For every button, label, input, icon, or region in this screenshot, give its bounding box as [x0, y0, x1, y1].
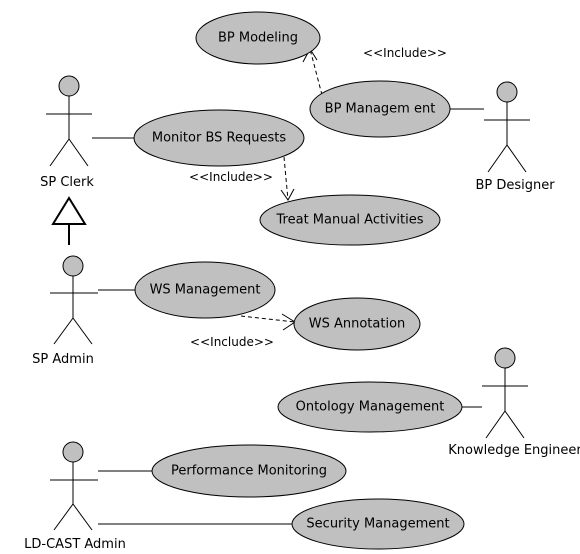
- use-case-security-management[interactable]: Security Management: [291, 498, 465, 550]
- actor-bp-designer[interactable]: BP Designer: [475, 81, 555, 193]
- actor-ld-cast-admin[interactable]: LD-CAST Admin: [24, 441, 126, 552]
- actor-label: LD-CAST Admin: [24, 537, 126, 552]
- use-case-bp-management[interactable]: BP Managem ent: [309, 80, 451, 138]
- generalization-arrow: [51, 196, 87, 245]
- use-case-ws-management[interactable]: WS Management: [134, 261, 276, 319]
- include-monitor-treat: [280, 156, 295, 201]
- actor-label: SP Clerk: [40, 175, 94, 190]
- actor-knowledge-engineer[interactable]: Knowledge Engineer: [448, 347, 580, 458]
- actor-head: [496, 81, 518, 103]
- use-case-bp-modeling[interactable]: BP Modeling: [195, 11, 321, 65]
- actor-label: SP Admin: [32, 352, 94, 367]
- use-case-label: WS Management: [150, 283, 261, 298]
- include-wsmanagement-wsannotation: [240, 313, 296, 331]
- actor-head: [62, 441, 84, 463]
- actor-head: [494, 347, 516, 369]
- include-bpmanagement-bpmodeling: [302, 48, 323, 96]
- actor-sp-admin[interactable]: SP Admin: [32, 255, 98, 367]
- use-case-label: WS Annotation: [309, 317, 406, 332]
- use-case-label: BP Modeling: [218, 31, 298, 46]
- include-label-ws: <<Include>>: [190, 335, 274, 349]
- actor-head: [58, 75, 80, 97]
- use-case-label: Ontology Management: [296, 400, 445, 415]
- use-case-performance-monitoring[interactable]: Performance Monitoring: [151, 444, 347, 498]
- include-label-bp: <<Include>>: [363, 46, 447, 60]
- use-case-label: Treat Manual Activities: [276, 213, 424, 228]
- actor-sp-clerk[interactable]: SP Clerk: [40, 75, 94, 190]
- use-case-label: BP Managem ent: [325, 102, 436, 117]
- use-case-ontology-management[interactable]: Ontology Management: [277, 381, 463, 433]
- actor-head: [62, 255, 84, 277]
- use-case-ws-annotation[interactable]: WS Annotation: [293, 297, 421, 351]
- use-case-label: Security Management: [306, 517, 449, 532]
- use-case-treat-manual-activities[interactable]: Treat Manual Activities: [259, 194, 441, 246]
- actor-label: Knowledge Engineer: [448, 443, 580, 458]
- use-case-label: Monitor BS Requests: [152, 131, 286, 146]
- actor-label: BP Designer: [475, 178, 555, 193]
- include-label-monitor: <<Include>>: [189, 170, 273, 184]
- use-case-label: Performance Monitoring: [171, 464, 327, 479]
- use-case-monitor-bs-requests[interactable]: Monitor BS Requests: [133, 109, 305, 167]
